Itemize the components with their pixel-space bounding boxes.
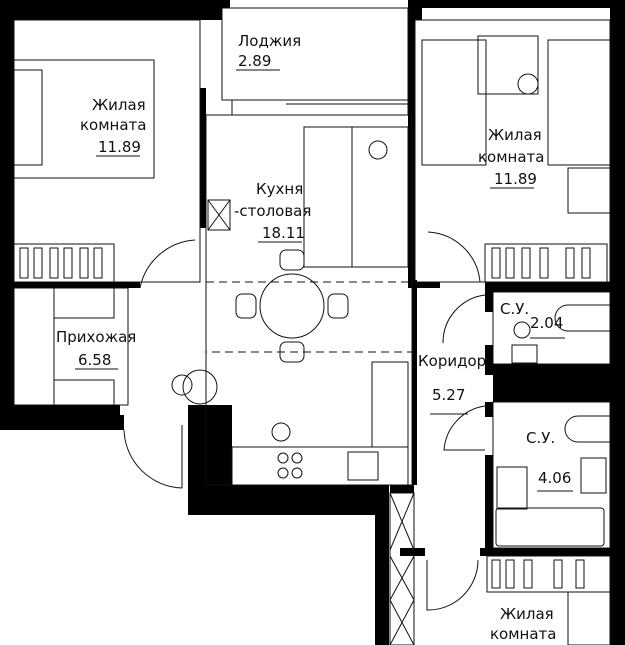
room-name-living-left-1: Жилая: [92, 96, 146, 114]
radiator: [13, 243, 115, 283]
room-name-bath-large: С.У.: [526, 429, 555, 447]
room-name-living-bottom-2: комната: [490, 625, 556, 643]
room-name-living-bottom-1: Жилая: [500, 605, 554, 623]
room-name-living-right-2: комната: [478, 148, 544, 166]
room-area-living-left: 11.89: [98, 138, 141, 156]
bathroom-large: С.У. 4.06: [492, 401, 611, 549]
living-room-bottom: Жилая комната: [486, 555, 611, 645]
kitchen: Кухня -столовая 18.11: [205, 114, 413, 486]
room-area-living-right: 11.89: [494, 170, 537, 188]
room-name-hallway: Прихожая: [56, 328, 136, 346]
living-room-right: Жилая комната 11.89: [414, 19, 611, 283]
bed-1: [421, 39, 487, 166]
hallway: Прихожая 6.58: [13, 287, 218, 489]
counter: [231, 446, 409, 486]
sofa: [303, 126, 409, 268]
corridor: Коридор 5.27: [389, 282, 486, 645]
room-name-loggia: Лоджия: [238, 32, 301, 50]
dining-table: [259, 273, 325, 339]
loggia: Лоджия 2.89: [221, 7, 409, 116]
room-area-hallway: 6.58: [78, 351, 111, 369]
room-name-bath-small: С.У.: [500, 300, 529, 318]
bathroom-small: С.У. 2.04: [442, 291, 611, 365]
bed-2: [547, 39, 611, 166]
room-area-corridor: 5.27: [432, 386, 465, 404]
pillow: [13, 69, 43, 166]
door-swing: [139, 239, 196, 289]
room-area-bath-large: 4.06: [538, 469, 571, 487]
room-name-kitchen-1: Кухня: [256, 180, 303, 198]
room-name-kitchen-2: -столовая: [234, 202, 311, 220]
living-room-left: Жилая комната 11.89: [13, 19, 201, 289]
room-name-living-left-2: комната: [80, 116, 146, 134]
room-name-living-right-1: Жилая: [488, 126, 542, 144]
room-area-loggia: 2.89: [238, 52, 271, 70]
room-area-kitchen: 18.11: [262, 224, 305, 242]
room-area-bath-small: 2.04: [530, 314, 563, 332]
radiator: [484, 243, 608, 283]
room-name-corridor: Коридор: [418, 352, 486, 370]
